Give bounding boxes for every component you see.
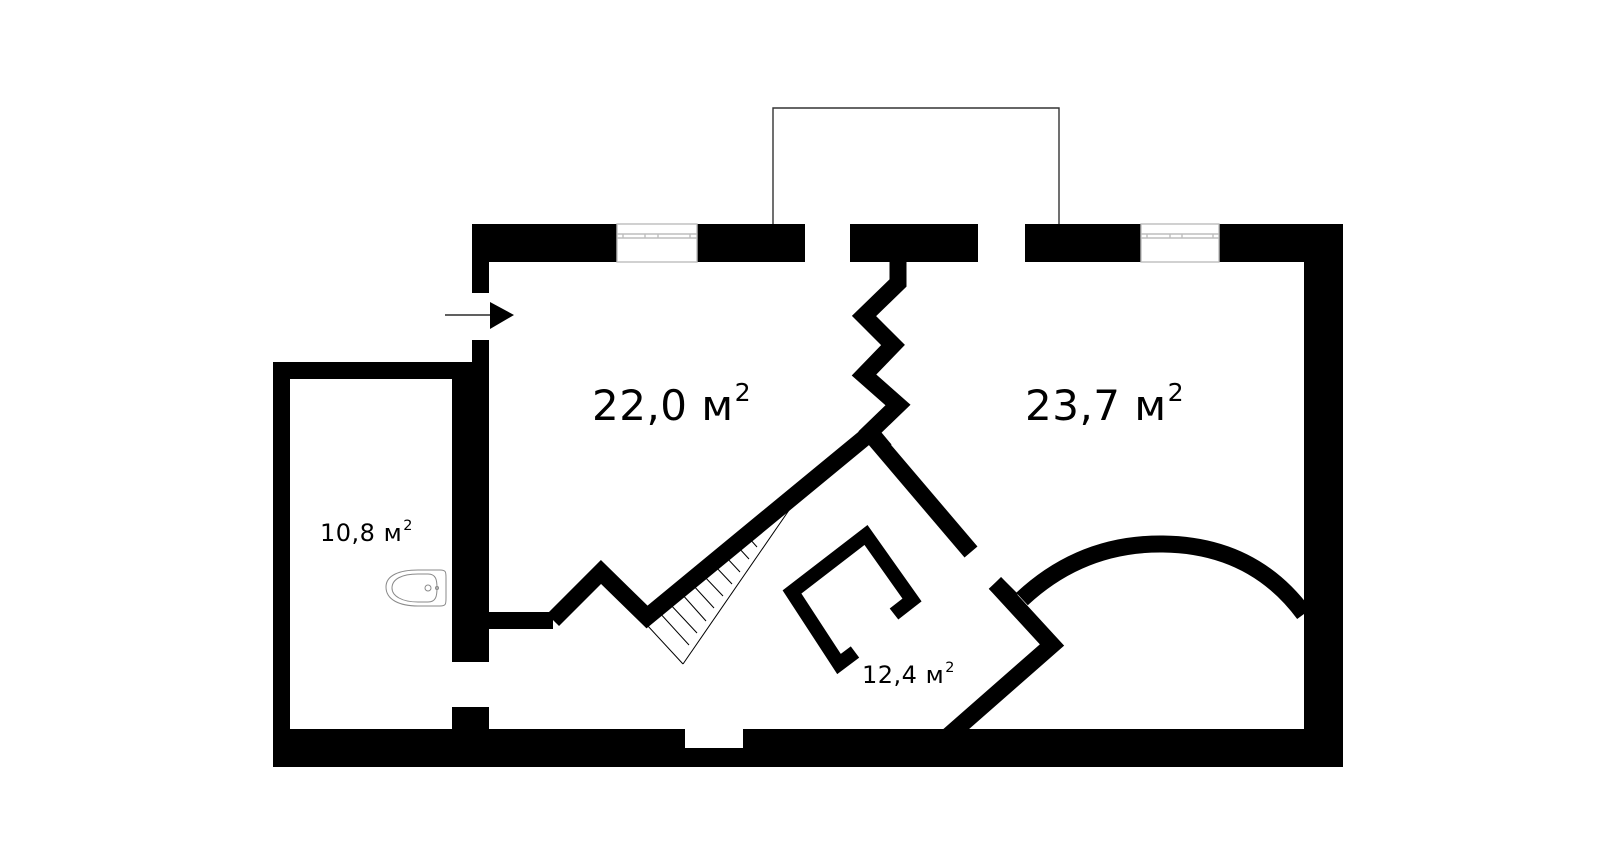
room-area-label-10: 10,8 м2 (320, 518, 413, 547)
balcony-outline (772, 107, 1060, 224)
zigzag-partition-wall (851, 258, 911, 456)
diagonal-wall-right (867, 432, 978, 558)
window-right (1140, 223, 1220, 263)
hall-niche-wall (782, 525, 922, 675)
room-area-label-12: 12,4 м2 (862, 660, 955, 689)
curved-wall (1016, 535, 1311, 620)
room-area-label-23: 23,7 м2 (1025, 378, 1185, 430)
diagonal-wall (546, 423, 880, 629)
window-left (616, 223, 698, 263)
staircase-icon (646, 499, 797, 665)
hall-right-wall (940, 577, 1065, 745)
entrance-arrow-icon (445, 302, 514, 329)
bottom-wall-opening (685, 729, 743, 748)
bidet-icon (385, 569, 447, 607)
hall-right-wall-stub (988, 576, 1019, 607)
exterior-walls (273, 224, 1343, 767)
room-area-label-22: 22,0 м2 (592, 378, 752, 430)
